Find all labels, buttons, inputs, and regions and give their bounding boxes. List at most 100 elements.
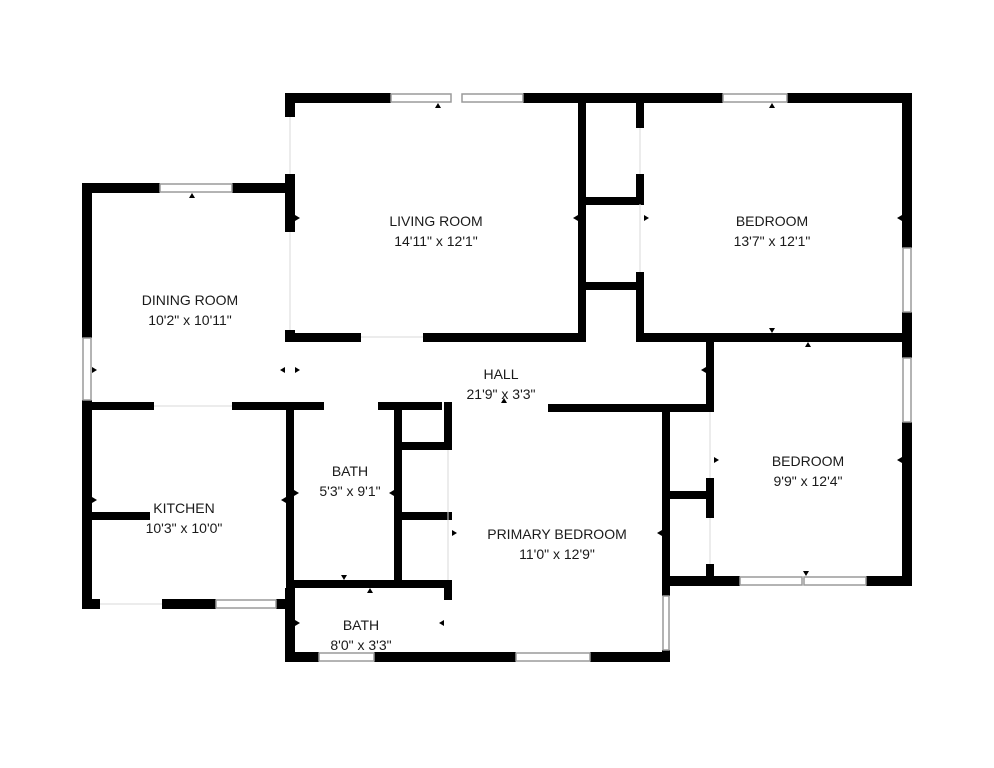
door-marker <box>452 530 457 536</box>
door-marker <box>294 490 299 496</box>
wall-living-right <box>578 98 586 342</box>
wall-living-bottom-a <box>285 333 361 342</box>
wall-closet-c <box>394 442 452 450</box>
room-name-bedroom-ne: BEDROOM <box>736 213 808 229</box>
door-marker <box>389 490 394 496</box>
room-name-living: LIVING ROOM <box>389 213 482 229</box>
door-marker <box>92 367 97 373</box>
window-living-1 <box>390 93 452 103</box>
wall-kitchen-counter <box>92 512 150 520</box>
wall-kitchen-bottom-b <box>162 599 216 609</box>
door-marker <box>295 215 300 221</box>
door-markers <box>92 103 902 626</box>
wall-closet-e <box>662 491 714 499</box>
door-marker <box>92 497 97 503</box>
wall-kitchen-right <box>286 402 294 609</box>
room-dims-primary: 11'0" x 12'9" <box>519 546 595 562</box>
wall-living-left-a <box>285 93 295 117</box>
window-primary-right <box>662 595 670 651</box>
room-name-bath-1: BATH <box>332 463 368 479</box>
wall-bath1-bottom <box>286 580 452 588</box>
wall-bottom-right-b <box>866 576 912 586</box>
door-marker <box>295 620 300 626</box>
wall-closet-right-c <box>636 272 644 342</box>
door-marker <box>573 215 578 221</box>
room-dims-kitchen: 10'3" x 10'0" <box>146 520 223 536</box>
windows <box>82 93 912 662</box>
wall-left-lower <box>82 400 92 609</box>
wall-left-upper <box>82 183 92 338</box>
wall-bedroom-e-left-a <box>706 342 714 412</box>
door-marker <box>435 103 441 108</box>
wall-right-lower <box>902 422 912 586</box>
room-dims-bedroom-e: 9'9" x 12'4" <box>774 473 843 489</box>
wall-primary-left-b <box>444 580 452 600</box>
wall-closet-right-b <box>636 174 644 204</box>
room-dims-bedroom-ne: 13'7" x 12'1" <box>734 233 811 249</box>
door-marker <box>341 575 347 580</box>
wall-bottom-right-a <box>666 576 740 586</box>
walls <box>82 93 912 662</box>
window-bedroom-e-bottom-1 <box>739 576 803 586</box>
door-marker <box>657 530 662 536</box>
wall-living-bottom-b <box>423 333 586 342</box>
wall-bottom-b <box>374 652 516 662</box>
window-bath2-bottom <box>318 652 375 662</box>
window-dining-left <box>82 337 92 401</box>
door-marker <box>897 215 902 221</box>
room-dims-bath-1: 5'3" x 9'1" <box>319 483 380 499</box>
wall-dining-top-a <box>82 183 160 193</box>
window-bedroom-ne-top <box>722 93 788 103</box>
door-marker <box>439 620 444 626</box>
room-dims-bath-2: 8'0" x 3'3" <box>330 637 391 653</box>
door-marker <box>805 342 811 347</box>
door-marker <box>897 457 902 463</box>
door-marker <box>769 103 775 108</box>
wall-closet-right-a <box>636 98 644 128</box>
room-dims-hall: 21'9" x 3'3" <box>467 386 536 402</box>
door-marker <box>644 215 649 221</box>
window-bedroom-ne-right <box>902 247 912 313</box>
window-primary-bottom <box>515 652 591 662</box>
wall-hall-bottom-b <box>232 402 324 410</box>
wall-bedroom-e-left-c <box>706 564 714 586</box>
wall-primary-right-a <box>662 406 670 596</box>
wall-bath2-left <box>285 588 295 662</box>
door-marker <box>714 457 719 463</box>
wall-top-mid <box>523 93 723 103</box>
wall-bottom-c <box>590 652 670 662</box>
door-marker <box>189 193 195 198</box>
door-marker <box>501 398 507 403</box>
door-marker <box>295 367 300 373</box>
wall-top-left <box>285 93 391 103</box>
room-name-bath-2: BATH <box>343 617 379 633</box>
door-marker <box>280 367 285 373</box>
wall-top-right <box>787 93 912 103</box>
wall-bottom-a <box>285 652 319 662</box>
wall-bath1-right <box>394 402 402 588</box>
wall-kitchen-bottom-c <box>276 599 295 609</box>
window-bedroom-e-bottom-2 <box>803 576 867 586</box>
room-name-primary: PRIMARY BEDROOM <box>487 526 627 542</box>
window-dining-top <box>159 183 233 193</box>
wall-living-left-b <box>285 174 295 232</box>
wall-hall-bottom-a <box>82 402 154 410</box>
door-marker <box>281 497 286 503</box>
wall-closet-b <box>578 282 644 290</box>
wall-closet-d <box>394 512 452 520</box>
door-marker <box>367 588 373 593</box>
room-name-bedroom-e: BEDROOM <box>772 453 844 469</box>
door-marker <box>701 367 706 373</box>
wall-hall-bottom-c <box>378 402 442 410</box>
room-labels: LIVING ROOM 14'11" x 12'1" BEDROOM 13'7"… <box>142 213 844 653</box>
wall-primary-left-a <box>444 402 452 450</box>
room-name-dining: DINING ROOM <box>142 292 238 308</box>
wall-bedroom-ne-bottom <box>636 333 912 342</box>
openings <box>100 117 711 605</box>
wall-hall-bottom-d <box>548 404 714 412</box>
room-name-kitchen: KITCHEN <box>153 500 214 516</box>
door-marker <box>803 571 809 576</box>
room-dims-living: 14'11" x 12'1" <box>394 233 478 249</box>
wall-dining-top-b <box>232 183 295 193</box>
